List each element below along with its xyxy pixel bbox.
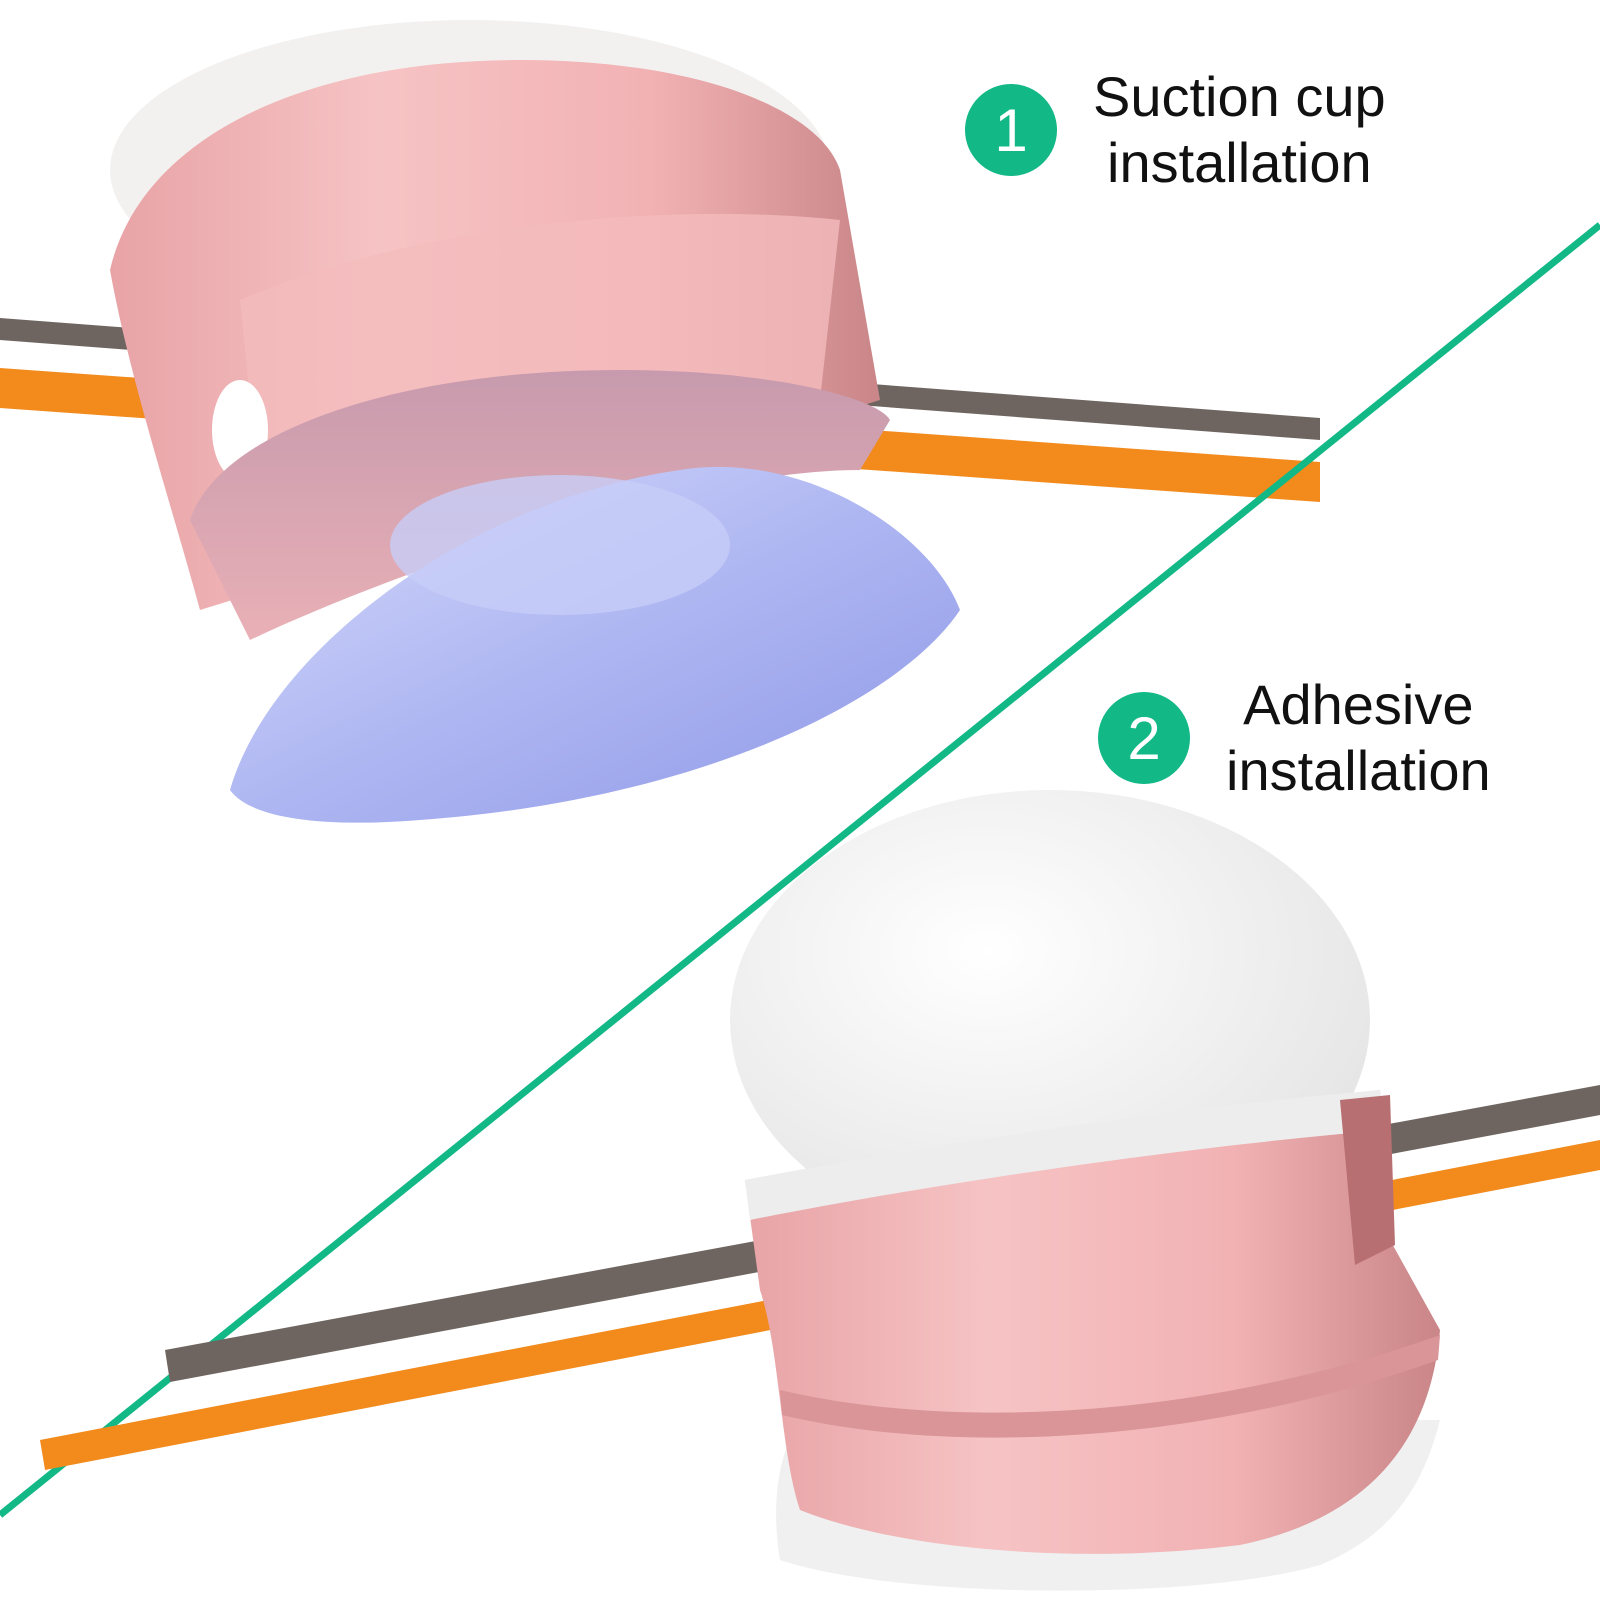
adhesive-lamp <box>730 790 1440 1591</box>
divider-line <box>0 222 1600 1518</box>
step-suction-cup: 1 Suction cup installation <box>965 64 1386 196</box>
step-number-badge: 2 <box>1098 692 1190 784</box>
step-label: Suction cup installation <box>1093 65 1386 194</box>
step-label: Adhesive installation <box>1226 673 1491 802</box>
step-adhesive: 2 Adhesive installation <box>1098 672 1491 804</box>
suction-cup-lamp <box>110 20 960 823</box>
step-number-badge: 1 <box>965 84 1057 176</box>
